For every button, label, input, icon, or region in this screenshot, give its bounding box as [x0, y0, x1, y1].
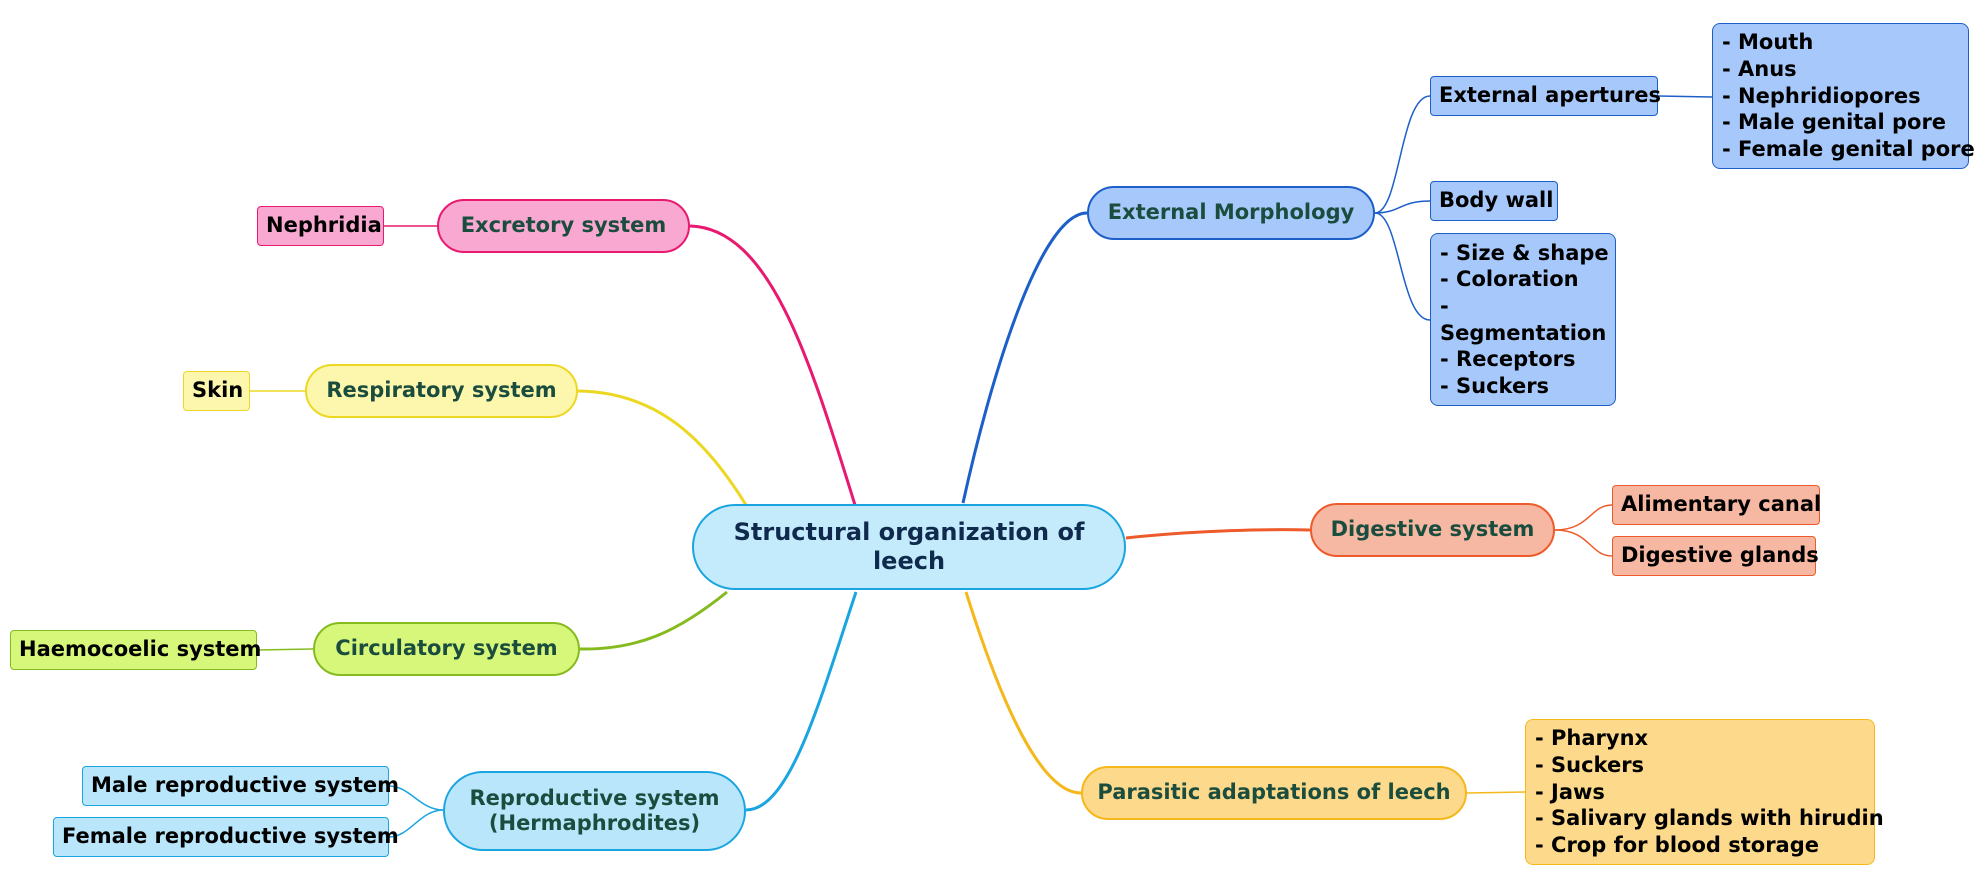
reproductive-system-line2: (Hermaphrodites): [488, 811, 701, 835]
feature-receptors: - Receptors: [1440, 347, 1576, 372]
parasitic-crop: - Crop for blood storage: [1535, 832, 1819, 857]
circulatory-system-label: Circulatory system: [335, 636, 558, 661]
aperture-female-genital-pore: - Female genital pore: [1722, 136, 1975, 161]
parasitic-salivary-glands: - Salivary glands with hirudin: [1535, 806, 1884, 831]
skin-node[interactable]: Skin: [183, 371, 250, 411]
female-reproductive-label: Female reproductive system: [62, 824, 399, 849]
reproductive-system-line1: Reproductive system: [469, 785, 720, 810]
connector-parasitic-list: [1466, 791, 1526, 794]
feature-dash: -: [1440, 293, 1449, 318]
aperture-male-genital-pore: - Male genital pore: [1722, 110, 1947, 135]
body-wall-node[interactable]: Body wall: [1430, 181, 1558, 221]
respiratory-system-label: Respiratory system: [326, 378, 557, 403]
alimentary-canal-label: Alimentary canal: [1621, 492, 1822, 517]
connector-parasitic: [964, 591, 1082, 795]
female-reproductive-node[interactable]: Female reproductive system: [53, 817, 399, 857]
haemocoelic-system-node[interactable]: Haemocoelic system: [10, 630, 261, 670]
connector-digestive: [1125, 528, 1311, 540]
feature-suckers: - Suckers: [1440, 373, 1550, 398]
connector-features: [1374, 212, 1431, 321]
parasitic-adaptations-label: Parasitic adaptations of leech: [1097, 780, 1451, 805]
morphology-features-node[interactable]: - Size & shape - Coloration - Segmentati…: [1430, 233, 1616, 406]
body-wall-label: Body wall: [1439, 188, 1554, 213]
connector-digestive-glands: [1554, 529, 1613, 557]
connector-reproductive: [745, 591, 858, 812]
external-morphology-label: External Morphology: [1107, 200, 1355, 225]
nephridia-node[interactable]: Nephridia: [257, 206, 384, 246]
connector-excretory: [689, 224, 857, 506]
external-morphology-node[interactable]: External Morphology: [1087, 186, 1375, 240]
connector-respiratory: [577, 389, 748, 506]
connector-alimentary: [1554, 504, 1613, 531]
parasitic-list-node[interactable]: - Pharynx - Suckers - Jaws - Salivary gl…: [1525, 719, 1884, 865]
circulatory-system-node[interactable]: Circulatory system: [313, 622, 580, 676]
nephridia-label: Nephridia: [266, 213, 382, 238]
external-apertures-label: External apertures: [1439, 83, 1662, 108]
excretory-system-label: Excretory system: [460, 213, 667, 238]
male-reproductive-label: Male reproductive system: [91, 773, 399, 798]
digestive-glands-label: Digestive glands: [1621, 543, 1819, 568]
feature-size-shape: - Size & shape: [1440, 240, 1609, 265]
reproductive-system-node[interactable]: Reproductive system (Hermaphrodites): [443, 771, 746, 851]
parasitic-pharynx: - Pharynx: [1535, 726, 1649, 751]
excretory-system-node[interactable]: Excretory system: [437, 199, 690, 253]
central-topic-line2: leech: [872, 547, 946, 575]
connector-aperture-list: [1657, 95, 1713, 98]
connector-haemocoelic: [256, 648, 314, 651]
connector-female-repro: [388, 809, 444, 838]
aperture-nephridiopores: - Nephridiopores: [1722, 83, 1921, 108]
skin-label: Skin: [192, 378, 244, 403]
external-apertures-node[interactable]: External apertures: [1430, 76, 1662, 116]
haemocoelic-system-label: Haemocoelic system: [19, 637, 262, 662]
connector-body-wall: [1374, 200, 1431, 214]
respiratory-system-node[interactable]: Respiratory system: [305, 364, 578, 418]
aperture-mouth: - Mouth: [1722, 30, 1814, 55]
aperture-list-node[interactable]: - Mouth - Anus - Nephridiopores - Male g…: [1712, 23, 1975, 169]
central-topic-line1: Structural organization of: [733, 518, 1085, 547]
connector-apertures: [1374, 95, 1431, 214]
alimentary-canal-node[interactable]: Alimentary canal: [1612, 485, 1822, 525]
digestive-glands-node[interactable]: Digestive glands: [1612, 536, 1819, 576]
parasitic-suckers: - Suckers: [1535, 753, 1645, 778]
digestive-system-label: Digestive system: [1330, 517, 1535, 542]
aperture-anus: - Anus: [1722, 57, 1797, 82]
parasitic-jaws: - Jaws: [1535, 779, 1605, 804]
connector-male-repro: [388, 785, 444, 811]
feature-segmentation: Segmentation: [1440, 320, 1607, 345]
connector-circulatory: [579, 590, 728, 651]
parasitic-adaptations-node[interactable]: Parasitic adaptations of leech: [1081, 766, 1467, 820]
connector-morphology: [961, 211, 1088, 504]
male-reproductive-node[interactable]: Male reproductive system: [82, 766, 399, 806]
central-topic[interactable]: Structural organization of leech: [692, 504, 1126, 590]
feature-coloration: - Coloration: [1440, 267, 1579, 292]
digestive-system-node[interactable]: Digestive system: [1310, 503, 1555, 557]
